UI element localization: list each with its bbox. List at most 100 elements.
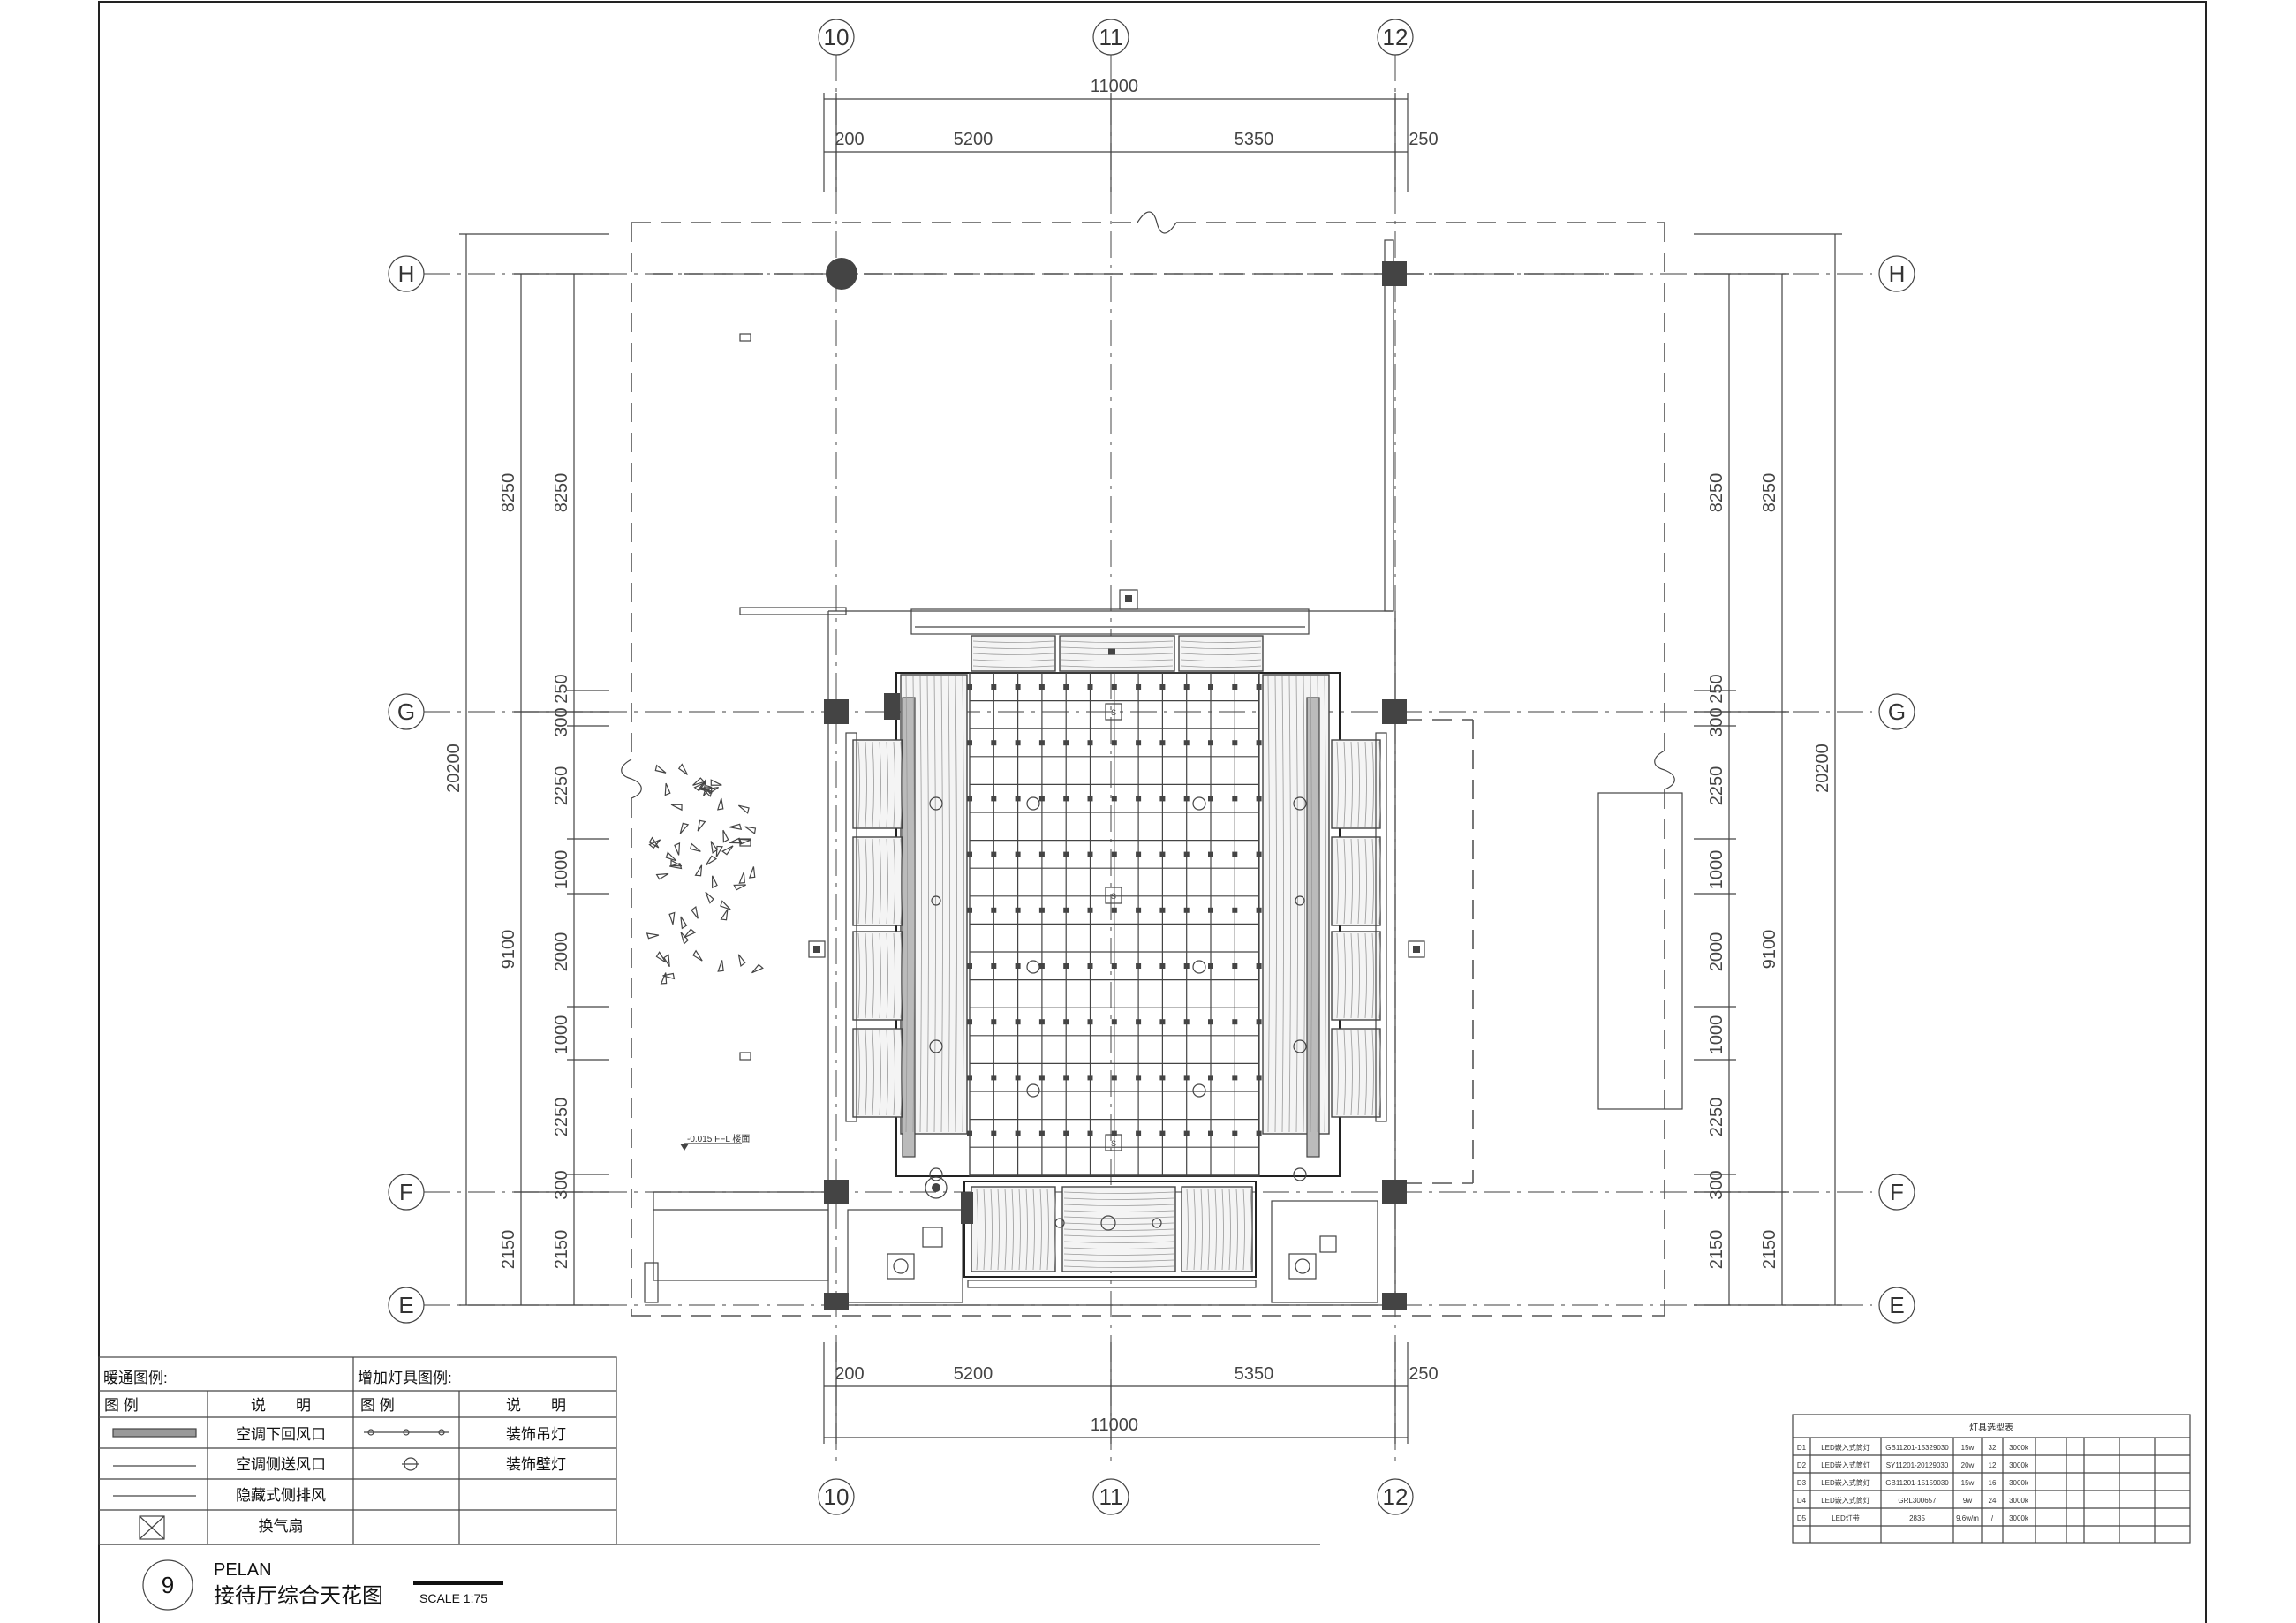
- schedule-cell: SY11201-20129030: [1886, 1461, 1949, 1469]
- lighting-legend-title: 增加灯具图例:: [358, 1370, 452, 1386]
- title-block: 9 PELAN 接待厅综合天花图 SCALE 1:75: [142, 1559, 503, 1611]
- dim-top-seg-2: 5200: [954, 130, 993, 149]
- schedule-cell: 3000k: [2009, 1497, 2029, 1505]
- floor-level-annotation: -0.015 FFL 楼面: [680, 1133, 750, 1151]
- axis-label-11-top: 11: [1099, 24, 1123, 50]
- floor-level-text: -0.015 FFL 楼面: [687, 1133, 750, 1144]
- hvac-legend-item-3: 隐藏式侧排风: [236, 1487, 326, 1504]
- dim-left-seg-8: 300: [552, 1170, 571, 1199]
- hvac-diffusers: [739, 333, 1425, 1224]
- dim-right-seg-7: 2250: [1707, 1098, 1726, 1137]
- schedule-cell: 9w: [1963, 1497, 1972, 1505]
- schedule-cell: LED嵌入式筒灯: [1821, 1496, 1870, 1505]
- s-markers: S S S: [1105, 703, 1122, 1151]
- axis-label-H-left: H: [398, 260, 415, 287]
- s-marker-3: S: [1111, 1139, 1116, 1148]
- top-dimensions: 11000 200 5200 5350 250: [823, 77, 1439, 192]
- schedule-cell: 3000k: [2009, 1514, 2029, 1522]
- schedule-cell: 9.6w/m: [1956, 1514, 1979, 1522]
- schedule-cell: 3000k: [2009, 1461, 2029, 1469]
- dim-left-mid: 9100: [499, 930, 518, 970]
- schedule-cell: LED嵌入式筒灯: [1821, 1478, 1870, 1487]
- dim-right-lower: 2150: [1760, 1230, 1779, 1270]
- drawing-number: 9: [162, 1572, 174, 1598]
- dim-left-upper: 8250: [499, 473, 518, 513]
- axis-label-G-right: G: [1888, 698, 1906, 725]
- dim-bottom-seg-2: 5200: [954, 1364, 993, 1384]
- dim-left-seg-3: 2250: [552, 766, 571, 806]
- dim-right-seg-4: 1000: [1707, 850, 1726, 890]
- dim-left-seg-6: 1000: [552, 1015, 571, 1055]
- axis-label-12-bottom: 12: [1383, 1483, 1409, 1510]
- schedule-cell: 32: [1989, 1444, 1997, 1452]
- schedule-cell: D4: [1797, 1497, 1807, 1505]
- schedule-cell: D5: [1797, 1514, 1807, 1522]
- sheet-border: [98, 1, 2207, 1623]
- schedule-cell: GRL300657: [1898, 1497, 1937, 1505]
- dim-right-seg-8: 300: [1707, 1170, 1726, 1199]
- right-dimensions: 20200 8250 9100 2150 8250 250 300 2250 1…: [1694, 233, 1842, 1306]
- dim-right-upper: 8250: [1760, 473, 1779, 513]
- hvac-legend-item-1: 空调下回风口: [236, 1426, 326, 1443]
- schedule-cell: 15w: [1961, 1444, 1975, 1452]
- top-soffit: [910, 608, 1310, 635]
- dim-bottom-seg-3: 5350: [1235, 1364, 1274, 1384]
- left-dimensions: 20200 8250 9100 2150 8250 250 300 2250 1…: [444, 233, 609, 1306]
- schedule-cell: LED灯带: [1832, 1514, 1860, 1522]
- hvac-legend: 暖通图例: 图 例 说 明 空调下回风口 空调侧送风口 隐藏式侧排风 换气扇 增…: [98, 1356, 1320, 1545]
- axis-label-10-top: 10: [824, 24, 850, 50]
- bottom-dimensions: 200 5200 5350 250 11000: [823, 1342, 1439, 1444]
- schedule-cell: 3000k: [2009, 1479, 2029, 1487]
- grid-axes: 10 11 12 10 11 12 H G F E H G F E: [388, 19, 1915, 1515]
- dim-left-seg-4: 1000: [552, 850, 571, 890]
- axis-label-12-top: 12: [1383, 24, 1409, 50]
- schedule-cell: 15w: [1961, 1479, 1975, 1487]
- schedule-cell: 2835: [1909, 1514, 1925, 1522]
- planting-symbol: [646, 763, 764, 985]
- structural-columns: [824, 258, 1407, 1310]
- ceiling-grid-dots: [967, 684, 1262, 1136]
- lighting-legend-item-2: 装饰壁灯: [506, 1456, 566, 1473]
- dim-bottom-seg-4: 250: [1409, 1364, 1438, 1384]
- axis-label-F-right: F: [1890, 1179, 1904, 1205]
- top-wood-panels: [971, 635, 1264, 672]
- dim-bottom-total: 11000: [1091, 1415, 1138, 1435]
- hvac-legend-col-desc: 说 明: [251, 1397, 311, 1414]
- dim-left-seg-1: 250: [552, 674, 571, 703]
- dim-right-seg-6: 1000: [1707, 1015, 1726, 1055]
- lighting-legend-col-desc: 说 明: [506, 1397, 566, 1414]
- outer-boundary: [621, 211, 1675, 1317]
- fixture-schedule-title: 灯具选型表: [1969, 1422, 2013, 1433]
- bottom-wood-panels: [963, 1181, 1257, 1288]
- dim-top-seg-1: 200: [835, 130, 864, 149]
- hvac-legend-title: 暖通图例:: [103, 1370, 168, 1386]
- dim-left-seg-5: 2000: [552, 932, 571, 972]
- lighting-legend-item-1: 装饰吊灯: [506, 1426, 566, 1443]
- dim-left-total: 20200: [444, 744, 464, 793]
- side-wood-panels: [845, 674, 1387, 1158]
- drawing-scale: SCALE 1:75: [419, 1591, 487, 1605]
- axis-label-10-bottom: 10: [824, 1483, 850, 1510]
- schedule-cell: 3000k: [2009, 1444, 2029, 1452]
- dim-top-seg-4: 250: [1409, 130, 1438, 149]
- dim-right-upper-inner: 8250: [1707, 473, 1726, 513]
- dim-left-seg-7: 2250: [552, 1098, 571, 1137]
- ceiling-grid-lines: [969, 672, 1260, 1176]
- drawing-code: PELAN: [214, 1560, 272, 1580]
- dim-top-seg-3: 5350: [1235, 130, 1274, 149]
- dim-left-lower-inner: 2150: [552, 1230, 571, 1270]
- schedule-cell: 24: [1989, 1497, 1997, 1505]
- hvac-legend-item-2: 空调侧送风口: [236, 1456, 326, 1473]
- dim-left-lower: 2150: [499, 1230, 518, 1270]
- dim-right-seg-5: 2000: [1707, 932, 1726, 972]
- axis-label-E-right: E: [1889, 1292, 1904, 1318]
- dim-right-seg-1: 250: [1707, 674, 1726, 703]
- dim-right-seg-2: 300: [1707, 707, 1726, 736]
- axis-label-E-left: E: [398, 1292, 413, 1318]
- dim-left-seg-2: 300: [552, 707, 571, 736]
- schedule-cell: GB11201-15329030: [1885, 1444, 1949, 1452]
- s-marker-1: S: [1111, 708, 1116, 717]
- lighting-legend-col-symbol: 图 例: [360, 1397, 395, 1414]
